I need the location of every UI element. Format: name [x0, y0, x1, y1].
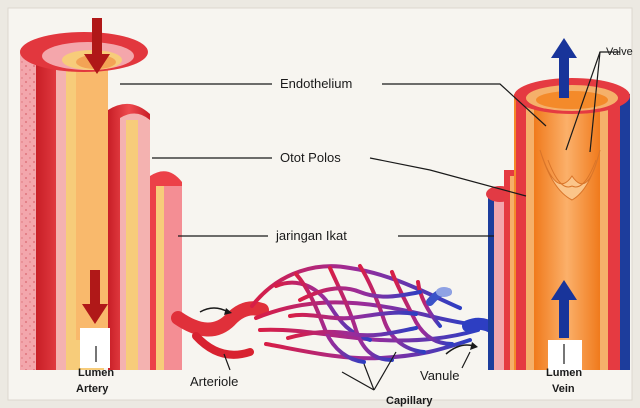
- label-capillary: Capillary: [386, 395, 433, 407]
- label-endothelium: Endothelium: [280, 76, 352, 91]
- label-jaringan-ikat: jaringan Ikat: [275, 228, 347, 243]
- label-artery: Artery: [76, 383, 109, 395]
- label-lumen-artery: Lumen: [78, 367, 114, 379]
- label-valve: Valve: [606, 46, 633, 58]
- label-arteriole: Arteriole: [190, 374, 238, 389]
- label-vein: Vein: [552, 383, 575, 395]
- label-otot-polos: Otot Polos: [280, 150, 341, 165]
- label-vanule: Vanule: [420, 368, 460, 383]
- label-lumen-vein: Lumen: [546, 367, 582, 379]
